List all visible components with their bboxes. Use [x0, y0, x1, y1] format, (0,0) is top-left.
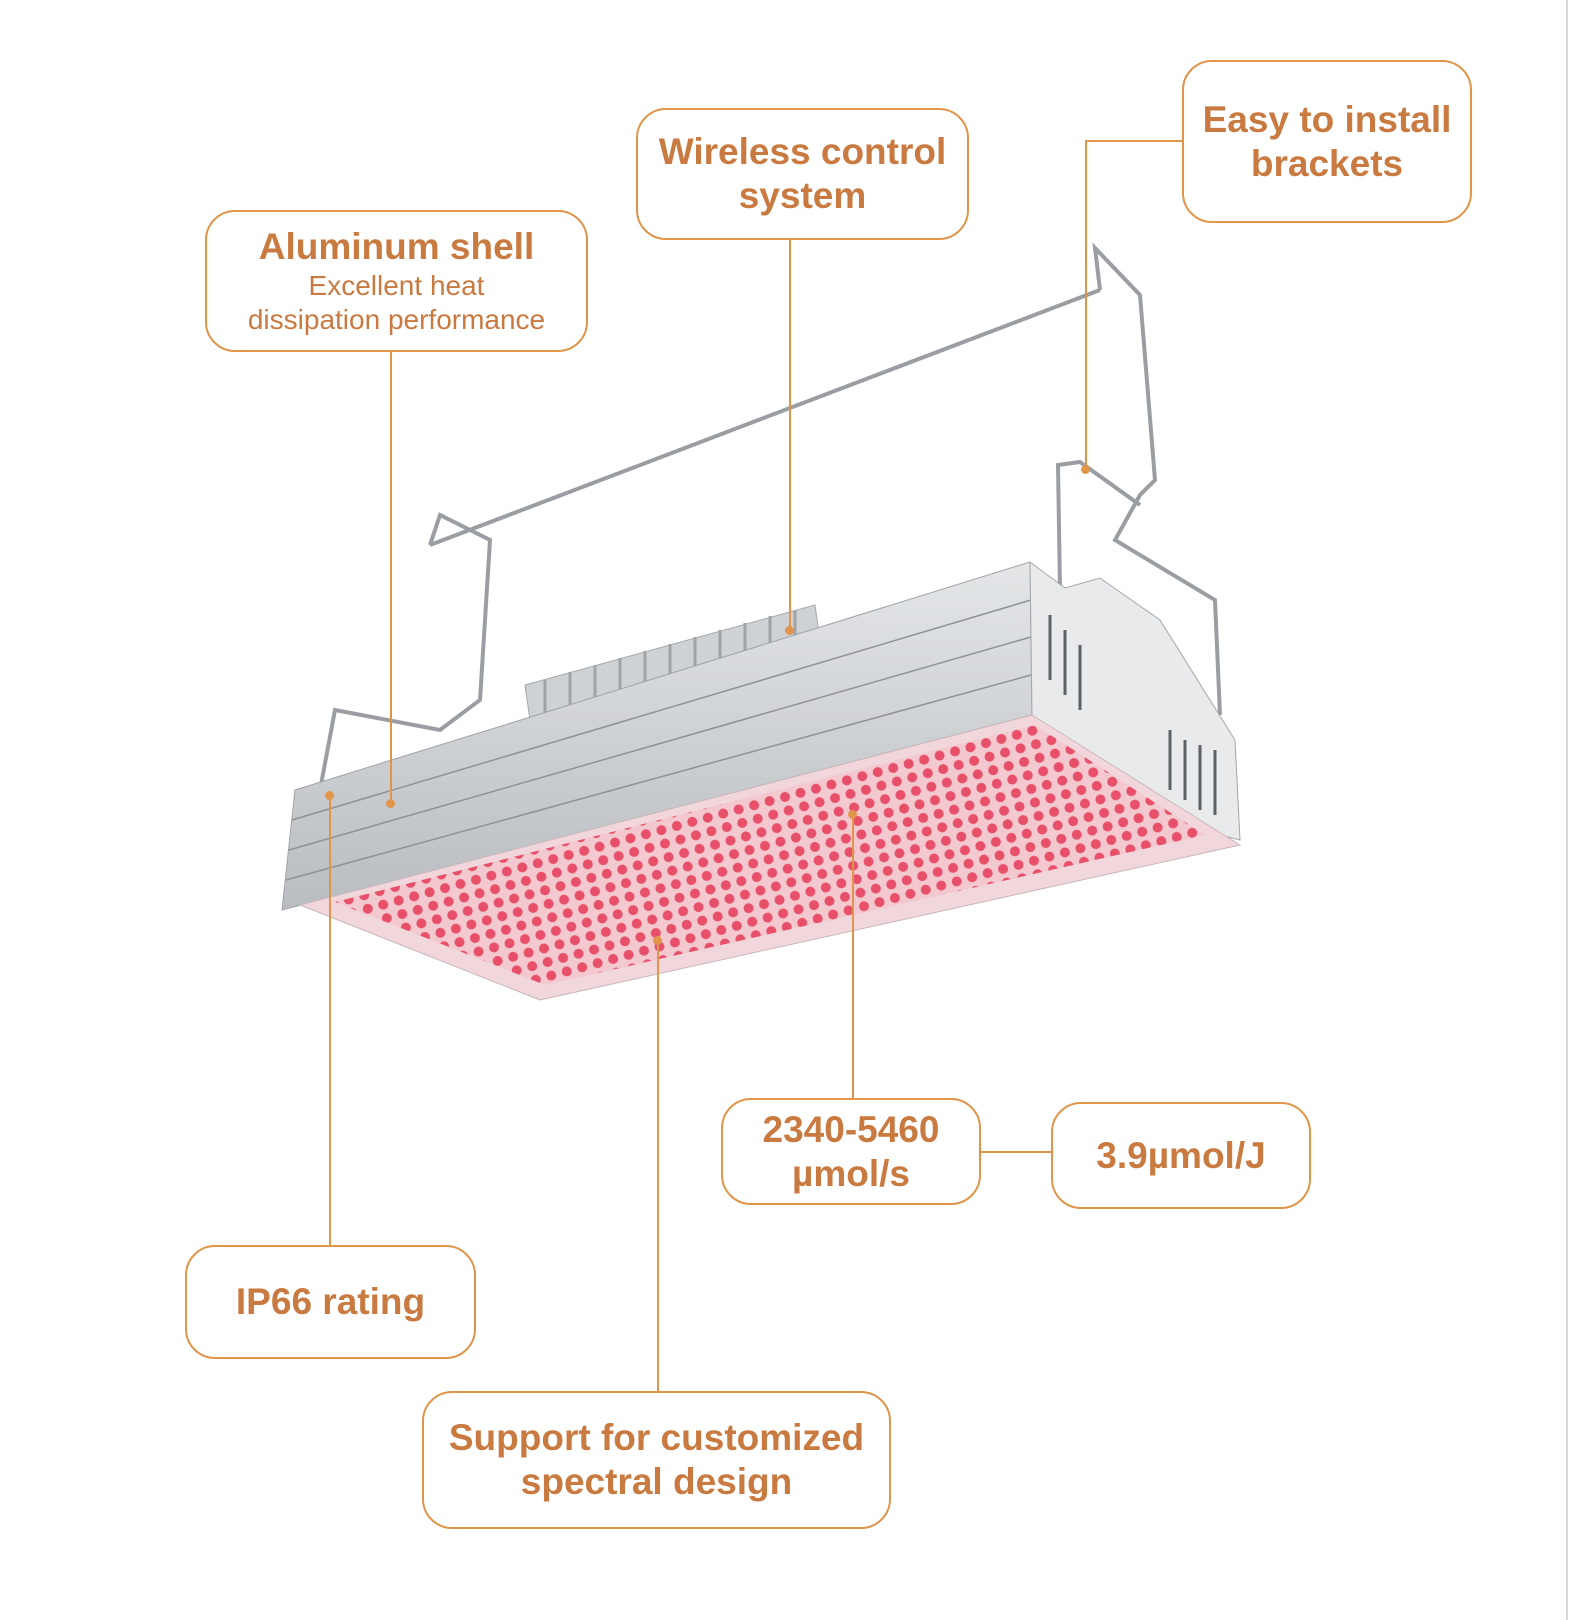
right-border: [1566, 0, 1568, 1620]
marker-spectrum: [653, 936, 662, 945]
connector-brackets-v: [1085, 140, 1087, 470]
callout-subtitle: dissipation performance: [247, 304, 546, 335]
callout-ip-rating: IP66 rating: [185, 1245, 476, 1359]
connector-spectrum: [657, 940, 659, 1392]
marker-ppf: [848, 810, 857, 819]
callout-aluminum-shell: Aluminum shell Excellent heat dissipatio…: [205, 210, 588, 352]
callout-wireless-control: Wireless control system: [636, 108, 969, 240]
callout-title: 2340-5460: [762, 1108, 940, 1150]
callout-title: Support for customized: [448, 1417, 865, 1458]
marker-ip: [325, 791, 334, 800]
callout-efficacy: 3.9µmol/J: [1051, 1102, 1311, 1209]
connector-brackets-h: [1085, 140, 1183, 142]
callout-title: system: [738, 175, 867, 216]
connector-ppf: [852, 815, 854, 1098]
callout-ppf: 2340-5460 µmol/s: [721, 1098, 981, 1205]
callout-brackets: Easy to install brackets: [1182, 60, 1472, 223]
callout-title: IP66 rating: [235, 1281, 426, 1322]
marker-aluminum: [386, 799, 395, 808]
callout-title: Aluminum shell: [258, 226, 535, 267]
callout-subtitle: Excellent heat: [308, 270, 485, 301]
callout-spectral-design: Support for customized spectral design: [422, 1391, 891, 1529]
connector-efficacy: [980, 1151, 1052, 1153]
marker-brackets: [1081, 465, 1090, 474]
callout-title: Easy to install: [1202, 98, 1452, 140]
connector-wireless: [789, 238, 791, 630]
callout-title: Wireless control: [658, 131, 947, 172]
connector-ip: [329, 795, 331, 1245]
callout-title: µmol/s: [792, 1152, 910, 1194]
callout-title: 3.9µmol/J: [1096, 1134, 1266, 1176]
connector-aluminum: [390, 350, 392, 805]
callout-title: spectral design: [520, 1461, 793, 1502]
bracket-wires: [318, 242, 1222, 791]
callout-title: brackets: [1250, 142, 1404, 184]
marker-wireless: [785, 626, 794, 635]
